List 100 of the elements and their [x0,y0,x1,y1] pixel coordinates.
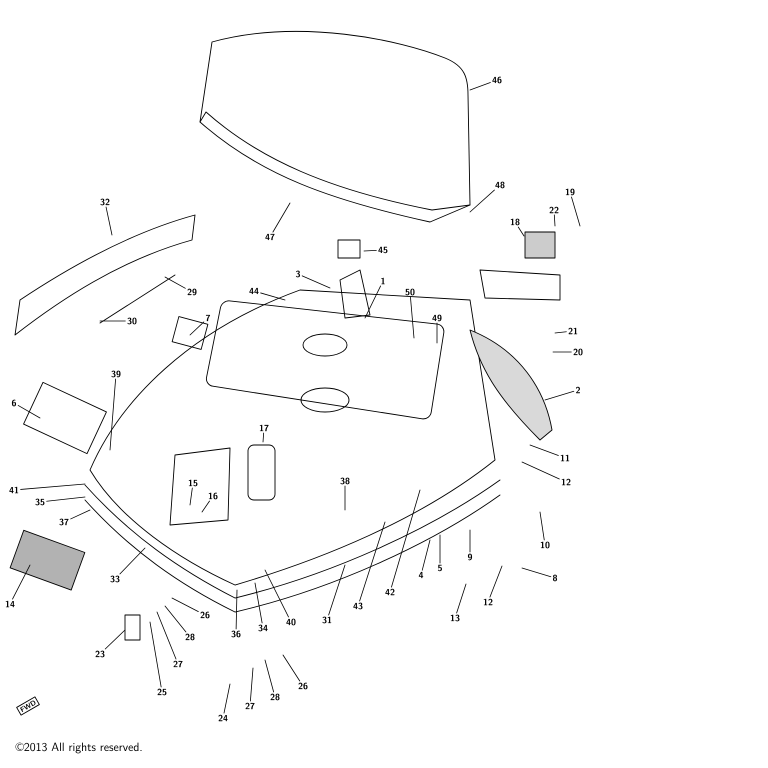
callout-number: 11 [560,454,570,462]
leader-line [262,432,264,442]
leader-line [470,82,491,90]
leader-line [264,660,274,692]
leader-line [18,405,40,418]
leader-line [410,296,414,338]
callout-number: 44 [249,288,259,294]
callout-number: 47 [265,234,275,240]
callout-number: 13 [450,614,460,622]
leader-line [104,630,126,650]
leader-line [554,331,567,334]
leader-line [302,275,330,288]
callout-number: 9 [468,554,472,560]
callout-number: 31 [322,616,332,624]
leader-line [224,684,230,714]
callout-number: 29 [187,288,197,296]
callout-number: 24 [218,714,228,722]
leader-line [110,378,116,450]
callout-number: 35 [35,498,44,506]
leader-line [364,286,381,318]
callout-number: 19 [566,188,575,196]
callout-number: 2 [576,386,580,394]
leader-line [46,496,86,502]
callout-number: 20 [573,348,583,356]
callout-number: 6 [12,400,16,406]
leader-line [190,488,193,506]
callout-number: 4 [418,572,424,578]
callout-number: 10 [540,542,550,548]
callout-number: 45 [378,246,388,254]
callout-number: 21 [568,328,578,334]
leader-line [344,486,346,510]
callout-number: 42 [385,588,394,596]
callout-number: 50 [405,288,415,296]
leader-line [470,190,495,212]
leader-line [359,522,386,602]
callout-number: 37 [59,518,69,526]
leader-line [260,292,286,300]
leader-line [544,390,574,400]
callout-number: 27 [245,702,255,710]
leader-line [20,484,86,490]
leader-line [422,540,430,571]
leader-line [272,202,290,233]
callout-number: 46 [492,76,502,84]
callout-number: 28 [270,694,280,700]
callout-number: 38 [340,478,350,484]
callout-number: 18 [510,218,520,226]
leader-line [571,196,580,226]
leader-line [202,500,210,512]
callout-number: 32 [100,198,110,206]
leader-line [540,512,545,540]
leader-line [436,322,438,344]
callout-number: 1 [381,278,385,284]
leader-line [456,584,466,614]
callout-number: 23 [95,650,105,658]
leader-line [518,226,524,236]
callout-number: 36 [231,630,241,638]
callout-number: 39 [111,370,121,378]
callout-number: 17 [260,424,269,432]
leader-line [100,320,126,322]
leader-line [264,570,289,618]
leader-line [190,322,204,336]
leader-line [250,668,254,702]
leader-line [156,612,176,660]
leader-line [70,510,90,520]
callout-number: 34 [258,624,268,632]
callout-number: 15 [188,480,198,486]
callout-number: 49 [432,314,442,322]
callout-number: 40 [286,618,296,626]
leader-line [12,564,30,600]
leader-line [522,568,552,578]
callout-number: 25 [157,688,166,696]
callout-number: 33 [110,576,120,582]
callout-number: 3 [296,270,300,278]
callout-number: 26 [200,612,210,618]
callout-number: 30 [127,318,137,324]
leader-line [328,564,346,616]
callout-number: 14 [6,600,15,608]
leader-line [164,606,186,632]
leader-line [172,598,199,612]
callout-number: 8 [552,574,558,582]
callout-number: 12 [562,478,570,486]
callout-number: 48 [495,182,505,188]
leader-line [254,582,262,624]
leader-line [119,548,146,574]
callout-number: 28 [185,634,195,640]
leader-line [150,622,162,688]
callout-number: 27 [173,660,183,668]
callout-number: 22 [549,206,558,214]
leader-line [490,566,502,598]
callout-number: 41 [9,486,18,494]
callout-number: 43 [353,602,363,610]
callout-number: 5 [438,564,442,572]
leader-line [236,590,238,630]
leader-line [164,276,186,289]
callout-number: 16 [208,492,218,500]
leader-line [391,490,420,588]
leader-line [554,214,556,226]
leader-line [530,444,559,456]
leader-line [364,250,377,252]
callout-number: 7 [206,314,210,322]
